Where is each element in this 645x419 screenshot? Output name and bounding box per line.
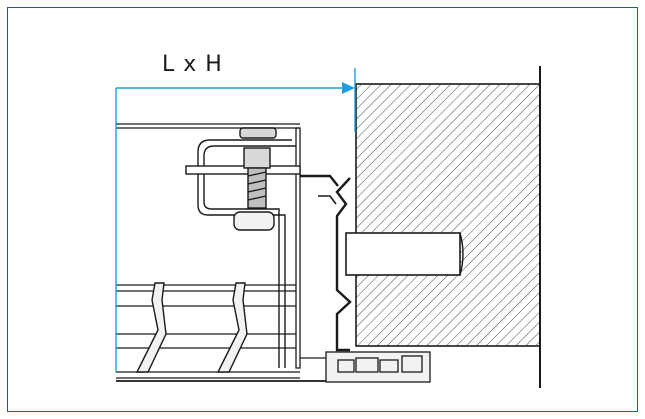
- grille-blades: [135, 282, 248, 373]
- mounting-bracket: [185, 127, 301, 368]
- anchor-rod: [345, 232, 464, 276]
- bottom-profile: [300, 351, 431, 383]
- spring-clip: [300, 174, 352, 352]
- wall-section: [355, 66, 541, 388]
- dimension-label: L x H: [162, 52, 223, 77]
- dimension-line: [115, 68, 356, 372]
